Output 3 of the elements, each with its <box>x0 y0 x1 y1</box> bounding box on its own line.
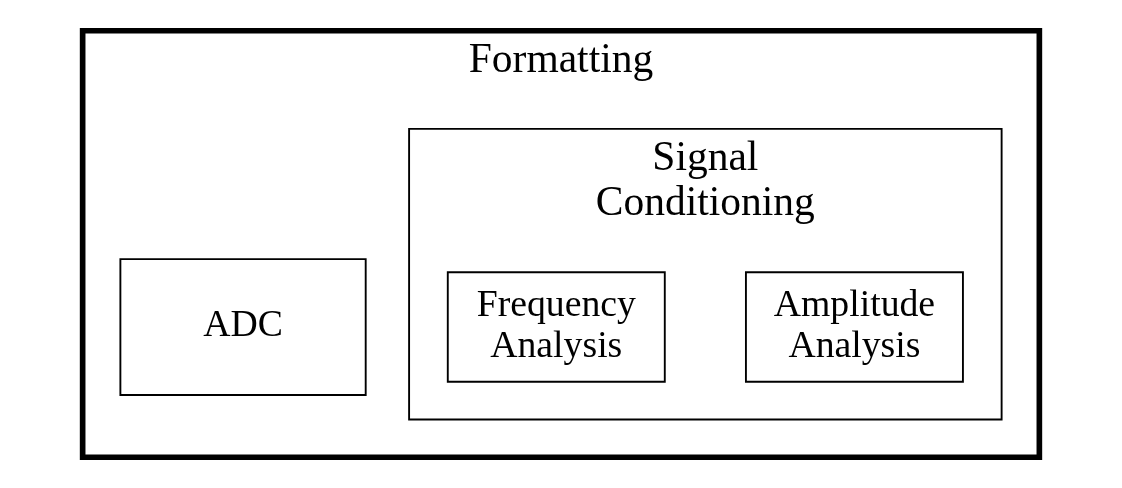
node-box: Amplitude Analysis <box>745 271 964 383</box>
node-box: ADC <box>119 258 367 396</box>
node-box: Frequency Analysis <box>446 271 666 383</box>
